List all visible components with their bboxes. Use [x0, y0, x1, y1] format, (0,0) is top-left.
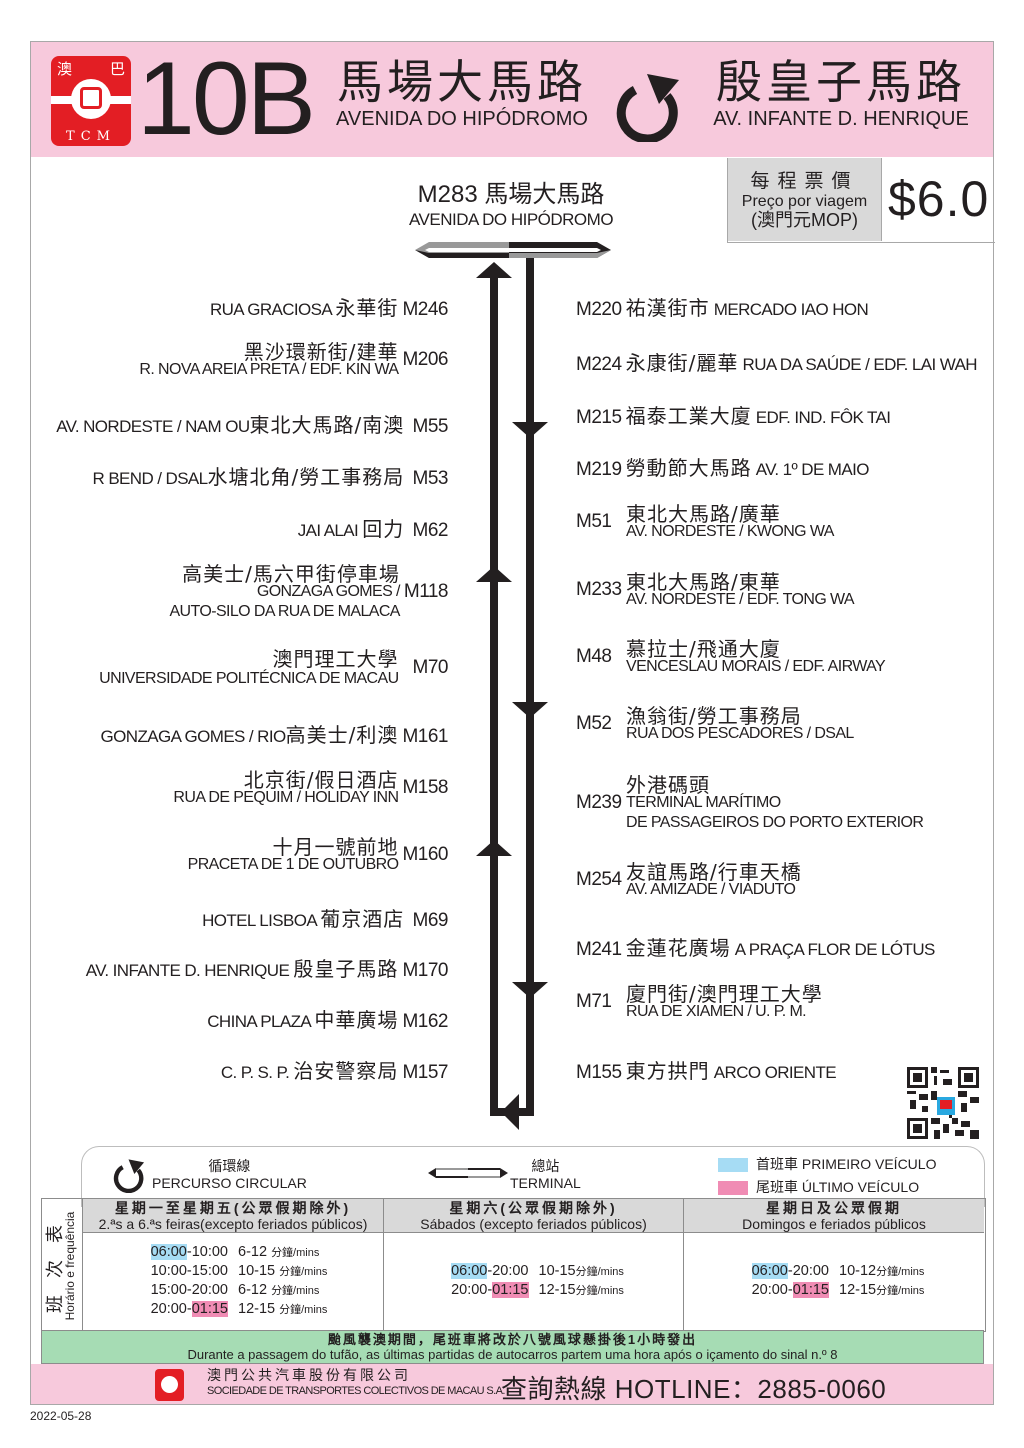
bus-icon [80, 87, 102, 109]
stop-m224[interactable]: M224 永康街/麗華 RUA DA SAÚDE / EDF. LAI WAH [576, 351, 978, 375]
stop-m220[interactable]: M220 祐漢街市 MERCADO IAO HON [576, 296, 869, 320]
schedule-table: 班 次 表 Horário e frequência 星期一至星期五(公眾假期除… [41, 1198, 986, 1332]
stop-m157[interactable]: C. P. S. P. 治安警察局 M157 [220, 1059, 449, 1083]
stop-m69[interactable]: HOTEL LISBOA 葡京酒店 M69 [202, 907, 448, 931]
fare-value: $6.0 [888, 171, 990, 227]
footer-banner: 澳門公共汽車股份有限公司 SOCIEDADE DE TRANSPORTES CO… [31, 1364, 993, 1404]
fare-box: 每程票價 Preço por viagem (澳門元MOP) $6.0 [727, 158, 995, 243]
first-bus-swatch [718, 1158, 748, 1173]
legend: 循環線 PERCURSO CIRCULAR 總站 TERMINAL 首班車 PR… [81, 1146, 985, 1207]
qr-code[interactable] [907, 1067, 979, 1139]
tcm-logo-small [155, 1369, 184, 1401]
stop-m55[interactable]: AV. NORDESTE / NAM OU東北大馬路/南澳 M55 [56, 413, 448, 437]
terminal-stop: M283 馬場大馬路 AVENIDA DO HIPÓDROMO [408, 181, 614, 229]
stop-m161[interactable]: GONZAGA GOMES / RIO高美士/利澳 M161 [100, 723, 449, 747]
tcm-logo: 澳 巴 TCM [51, 56, 131, 146]
legend-circular: 循環線 PERCURSO CIRCULAR [152, 1158, 307, 1191]
origin: 馬場大馬路 AVENIDA DO HIPÓDROMO [336, 55, 588, 130]
destination: 殷皇子馬路 AV. INFANTE D. HENRIQUE [713, 55, 969, 130]
route-line-diagram [415, 242, 611, 1130]
stop-m162[interactable]: CHINA PLAZA 中華廣場 M162 [207, 1008, 448, 1032]
route-number: 10B [137, 41, 316, 157]
header-banner: 澳 巴 TCM 10B 馬場大馬路 AVENIDA DO HIPÓDROMO 殷… [31, 42, 993, 157]
typhoon-notice: 颱風襲澳期間，尾班車將改於八號風球懸掛後1小時發出 Durante a pass… [41, 1330, 984, 1364]
circular-arrow-icon [616, 74, 679, 142]
stop-m155[interactable]: M155 東方拱門 ARCO ORIENTE [576, 1059, 837, 1083]
stop-m215[interactable]: M215 福泰工業大廈 EDF. IND. FÔK TAI [576, 404, 891, 428]
stop-m62[interactable]: JAI ALAI 回力 M62 [297, 517, 449, 541]
circular-arrow-icon [113, 1159, 145, 1193]
last-bus-swatch [718, 1181, 748, 1196]
legend-first-last: 首班車 PRIMEIRO VEÍCULO 尾班車 ÚLTIMO VEÍCULO [718, 1153, 936, 1199]
schedule-saturday: 星期六(公眾假期除外)Sábados (excepto feriados púb… [384, 1199, 684, 1330]
stop-m170[interactable]: AV. INFANTE D. HENRIQUE 殷皇子馬路 M170 [85, 957, 449, 981]
schedule-weekdays: 星期一至星期五(公眾假期除外)2.ªs a 6.ªs feiras(except… [83, 1199, 384, 1330]
stop-m241[interactable]: M241 金蓮花廣場 A PRAÇA FLOR DE LÓTUS [576, 936, 935, 960]
stop-m53[interactable]: R BEND / DSAL水塘北角/勞工事務局 M53 [92, 465, 449, 489]
terminal-bar-icon [428, 1168, 508, 1178]
route-sheet: 澳 巴 TCM 10B 馬場大馬路 AVENIDA DO HIPÓDROMO 殷… [30, 41, 995, 1405]
print-date: 2022-05-28 [30, 1409, 92, 1423]
stop-m219[interactable]: M219 勞動節大馬路 AV. 1º DE MAIO [576, 456, 869, 480]
hotline[interactable]: 查詢熱線 HOTLINE：2885-0060 [501, 1374, 887, 1404]
stop-m246[interactable]: RUA GRACIOSA 永華街 M246 [209, 296, 449, 320]
legend-terminal: 總站 TERMINAL [510, 1158, 581, 1191]
